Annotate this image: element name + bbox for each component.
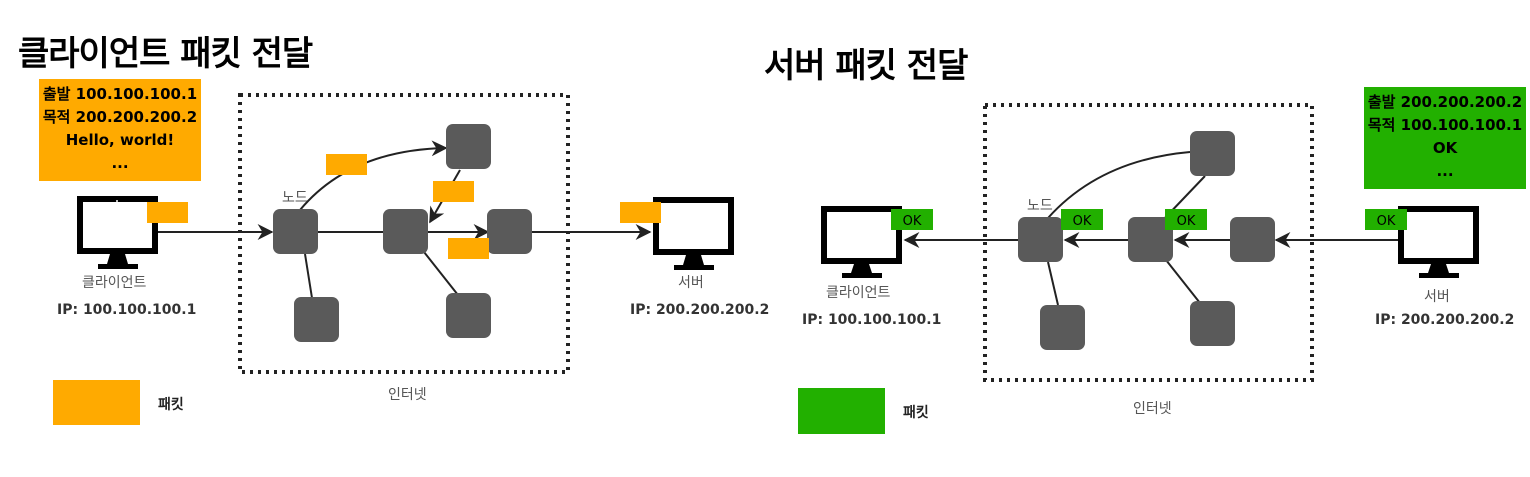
- link-node-a-to-top: [299, 140, 448, 211]
- internet-boundary: [238, 93, 570, 374]
- client-label: 클라이언트: [826, 285, 891, 301]
- internet-label: 인터넷: [1133, 401, 1172, 417]
- packet-source: 출발 100.100.100.1: [42, 85, 198, 103]
- client-label: 클라이언트: [82, 275, 147, 291]
- router-node: [1190, 301, 1235, 346]
- router-node: [1190, 131, 1235, 176]
- page-title: 클라이언트 패킷 전달: [18, 34, 313, 74]
- router-node: [1018, 217, 1063, 262]
- packet-payload: Hello, world!: [65, 131, 175, 149]
- server-label: 서버: [1424, 289, 1450, 305]
- router-node: [1230, 217, 1275, 262]
- server-ip: IP: 200.200.200.2: [630, 302, 770, 318]
- packet-text: OK: [1073, 214, 1092, 229]
- packet: [891, 209, 933, 230]
- packet-destination: 목적 200.200.200.2: [42, 108, 198, 126]
- router-node: [273, 209, 318, 254]
- router-node: [383, 209, 428, 254]
- client-monitor-icon: [77, 196, 158, 269]
- packet-text: OK: [1177, 214, 1196, 229]
- link-node-b-to-bottom: [1165, 259, 1201, 304]
- packet-destination: 목적 100.100.100.1: [1367, 116, 1523, 134]
- packet: [1365, 209, 1407, 230]
- internet-boundary: [983, 103, 1314, 382]
- page-title: 서버 패킷 전달: [764, 46, 968, 86]
- router-node: [1040, 305, 1085, 350]
- internet-label: 인터넷: [388, 387, 427, 403]
- router-node: [487, 209, 532, 254]
- server-ip: IP: 200.200.200.2: [1375, 312, 1515, 328]
- packet-text: OK: [903, 214, 922, 229]
- router-node: [446, 124, 491, 169]
- router-node: [446, 293, 491, 338]
- link-node-a-to-bottom: [1047, 261, 1059, 306]
- link-node-b-to-bottom: [423, 251, 459, 296]
- legend-label: 패킷: [158, 397, 184, 413]
- packet-ellipsis: ...: [111, 154, 129, 172]
- packet: [448, 238, 489, 259]
- packet: [1061, 209, 1103, 230]
- packet: [1165, 209, 1207, 230]
- client-monitor-icon: [821, 206, 902, 278]
- server-monitor-icon: [1398, 206, 1479, 278]
- router-node: [294, 297, 339, 342]
- server-label: 서버: [678, 275, 704, 291]
- packet: [620, 202, 661, 223]
- packet-text: OK: [1377, 214, 1396, 229]
- node-label: 노드: [282, 190, 308, 206]
- client-ip: IP: 100.100.100.1: [57, 302, 197, 318]
- client-ip: IP: 100.100.100.1: [802, 312, 942, 328]
- router-node: [1128, 217, 1173, 262]
- packet: [326, 154, 367, 175]
- packet: [433, 181, 474, 202]
- link-node-a-to-top: [1047, 151, 1191, 219]
- node-label: 노드: [1027, 198, 1053, 214]
- legend-swatch: [798, 388, 885, 434]
- packet-info-box: 출발 100.100.100.1 목적 200.200.200.2 Hello,…: [39, 79, 201, 181]
- packet: [147, 202, 188, 223]
- packet-info-box: 출발 200.200.200.2 목적 100.100.100.1 OK ...: [1364, 87, 1526, 189]
- packet-source: 출발 200.200.200.2: [1367, 93, 1523, 111]
- server-monitor-icon: [653, 197, 734, 270]
- legend-swatch: [53, 380, 140, 425]
- legend-label: 패킷: [903, 405, 929, 421]
- packet-payload: OK: [1432, 139, 1458, 157]
- link-node-a-to-bottom: [304, 253, 313, 299]
- packet-ellipsis: ...: [1436, 162, 1454, 180]
